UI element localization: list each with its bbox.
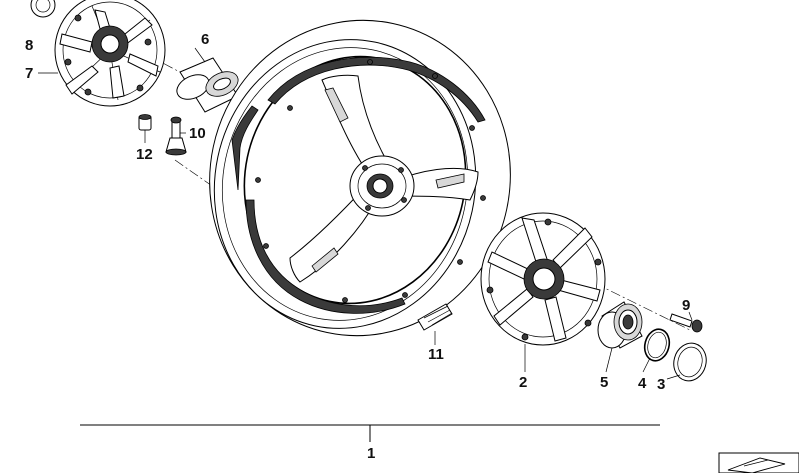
valve-part-10 xyxy=(165,116,187,156)
bearing-part-5 xyxy=(597,301,643,349)
wheel-flange-part-2 xyxy=(480,212,606,346)
callout-1: 1 xyxy=(367,445,375,462)
callout-7: 7 xyxy=(25,65,33,82)
sprocket-carrier-part-7 xyxy=(54,0,166,107)
callout-4: 4 xyxy=(638,375,647,392)
seal-ring-part-3 xyxy=(673,342,707,382)
callout-10: 10 xyxy=(189,125,206,142)
balance-weight-part-11 xyxy=(417,303,453,331)
leader-lines xyxy=(38,47,693,442)
circlip-part-4 xyxy=(643,328,671,362)
valve-cap-part-12 xyxy=(138,114,152,131)
parts-catalog-icon xyxy=(718,452,799,473)
callout-12: 12 xyxy=(136,146,153,163)
wheel-rim-part-1 xyxy=(209,19,511,337)
bolt-part-9 xyxy=(669,313,703,333)
callout-labels: 1 2 3 4 5 6 7 8 9 10 12 11 xyxy=(25,31,690,462)
spacer-sleeve-part-6 xyxy=(176,57,239,113)
callout-9: 9 xyxy=(682,297,690,314)
callout-6: 6 xyxy=(201,31,209,48)
callout-2: 2 xyxy=(519,374,527,391)
callout-8: 8 xyxy=(25,37,33,54)
callout-5: 5 xyxy=(600,374,608,391)
callout-3: 3 xyxy=(657,376,665,393)
seal-ring-part-8 xyxy=(30,0,56,18)
callout-11: 11 xyxy=(428,346,444,363)
